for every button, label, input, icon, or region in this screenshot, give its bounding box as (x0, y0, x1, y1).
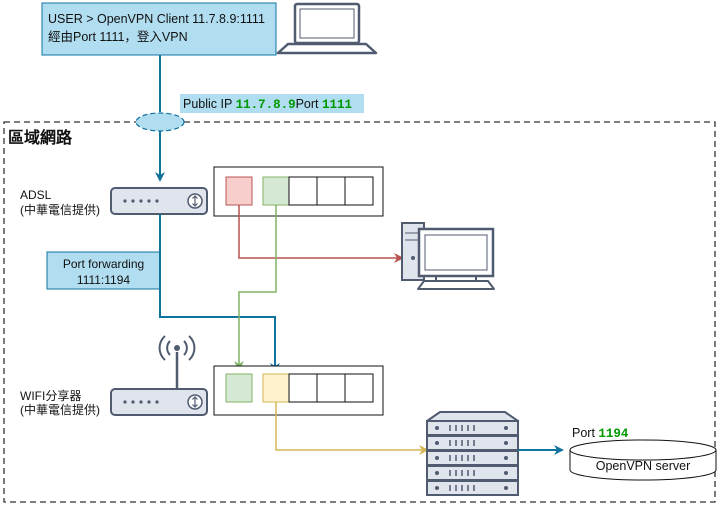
openvpn-server-cylinder (569, 439, 717, 481)
public-ip-port-label: Port (296, 97, 322, 111)
wifi-sub: (中華電信提供) (20, 402, 100, 417)
adsl-port-4 (316, 176, 346, 206)
port-forwarding-line2: 1111:1194 (77, 273, 130, 287)
adsl-name: ADSL (20, 188, 52, 202)
adsl-sub: (中華電信提供) (20, 202, 100, 217)
port-forwarding-line1: Port forwarding (63, 257, 144, 271)
internet-gateway (135, 112, 185, 132)
wifi-port-green (225, 373, 253, 403)
wifi-port-4 (316, 373, 346, 403)
adsl-port-3 (288, 176, 318, 206)
user-box-line1: USER > OpenVPN Client 11.7.8.9:1111 (48, 12, 265, 26)
desktop-pc-icon (401, 222, 495, 290)
wifi-port-yellow (262, 373, 290, 403)
lan-label: 區域網路 (8, 128, 73, 147)
openvpn-server-name: OpenVPN server (596, 459, 690, 473)
wifi-port-3 (288, 373, 318, 403)
port-forwarding-box (46, 251, 161, 290)
laptop-icon (276, 2, 378, 55)
red-port-to-pc-link (238, 205, 404, 263)
wifi-router-icon (110, 388, 208, 416)
public-ip-text: Public IP 11.7.8.9Port 1111 (183, 97, 352, 112)
public-ip-address: 11.7.8.9 (236, 98, 296, 112)
openvpn-port: 1194 (598, 427, 629, 441)
green-port-to-wifi-link (234, 205, 277, 371)
adsl-port-red (225, 176, 253, 206)
wifi-port-5 (344, 373, 374, 403)
lan-boundary (3, 121, 716, 503)
public-ip-label: Public IP (183, 97, 236, 111)
adsl-to-wifi-link (159, 214, 280, 373)
public-ip-port: 1111 (322, 98, 352, 112)
server-rack-icon (426, 411, 519, 496)
adsl-port-5 (344, 176, 374, 206)
openvpn-port-text: Port 1194 (572, 426, 629, 441)
public-ip-box (180, 94, 364, 113)
user-box-line2: 經由Port 1111，登入VPN (48, 29, 188, 44)
user-box (41, 2, 277, 56)
wifi-signal-icon (158, 335, 196, 392)
adsl-modem-icon (110, 187, 208, 215)
wifi-name: WIFI分享器 (20, 388, 81, 403)
yellow-port-to-server-link (275, 402, 429, 455)
adsl-port-green (262, 176, 290, 206)
openvpn-port-label: Port (572, 426, 598, 440)
